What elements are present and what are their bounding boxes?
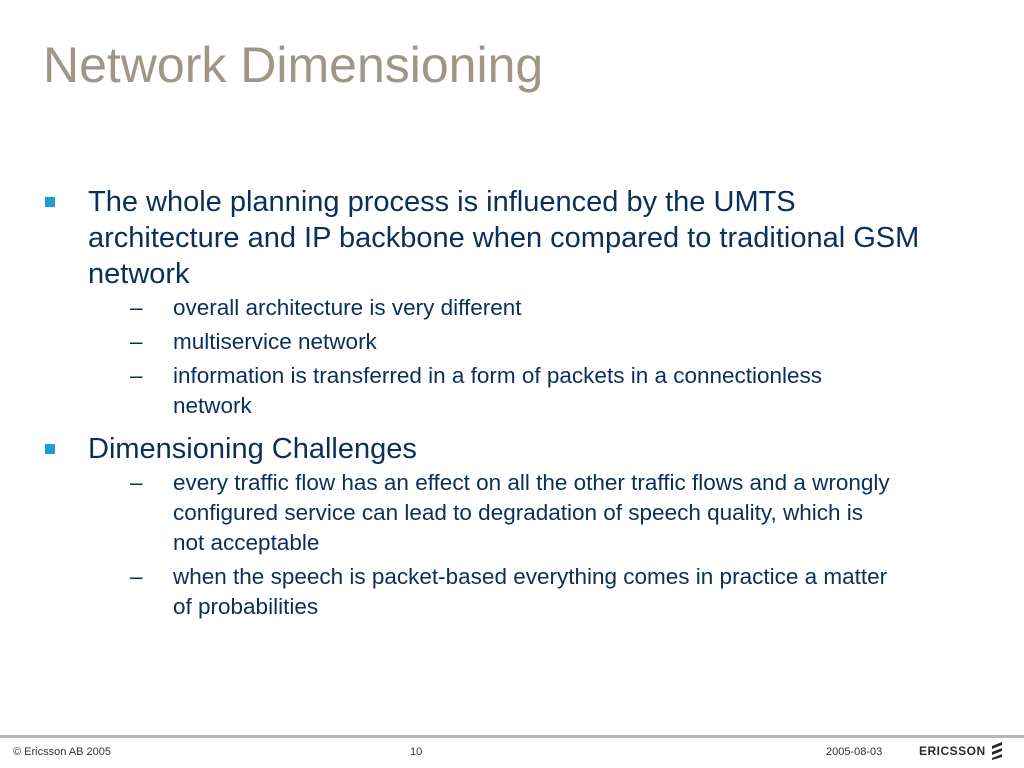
dash-marker: – (130, 363, 143, 388)
footer-copyright: © Ericsson AB 2005 (13, 746, 111, 758)
dash-marker: – (130, 295, 143, 320)
sub-bullet-text: information is transferred in a form of … (173, 363, 823, 418)
sub-bullet-item: – when the speech is packet-based everyt… (88, 562, 893, 622)
sub-bullet-item: – multiservice network (88, 327, 893, 357)
page-number: 10 (410, 746, 423, 758)
ericsson-logo-icon (991, 742, 1002, 760)
square-bullet-icon (45, 444, 55, 454)
dash-marker: – (130, 329, 143, 354)
footer-date: 2005-08-03 (826, 746, 883, 758)
bullet-item: The whole planning process is influenced… (0, 184, 938, 421)
sub-bullet-text: when the speech is packet-based everythi… (173, 564, 888, 619)
sub-bullet-item: – overall architecture is very different (88, 293, 893, 323)
sub-bullet-item: – every traffic flow has an effect on al… (88, 468, 893, 558)
sub-bullet-text: overall architecture is very different (173, 295, 522, 320)
square-bullet-icon (45, 197, 55, 207)
ericsson-logo: ERICSSON (919, 742, 1004, 760)
dash-marker: – (130, 470, 143, 495)
sub-bullet-list: – every traffic flow has an effect on al… (88, 468, 938, 622)
sub-bullet-list: – overall architecture is very different… (88, 293, 938, 421)
bullet-text: The whole planning process is influenced… (88, 186, 920, 290)
footer-divider (0, 735, 1024, 738)
slide-title: Network Dimensioning (43, 37, 544, 93)
sub-bullet-text: every traffic flow has an effect on all … (173, 470, 890, 555)
logo-wordmark: ERICSSON (919, 744, 986, 758)
bullet-item: Dimensioning Challenges – every traffic … (0, 431, 938, 622)
sub-bullet-text: multiservice network (173, 329, 377, 354)
bullet-text: Dimensioning Challenges (88, 433, 417, 465)
dash-marker: – (130, 564, 143, 589)
slide-content: The whole planning process is influenced… (0, 184, 1024, 626)
sub-bullet-item: – information is transferred in a form o… (88, 361, 893, 421)
